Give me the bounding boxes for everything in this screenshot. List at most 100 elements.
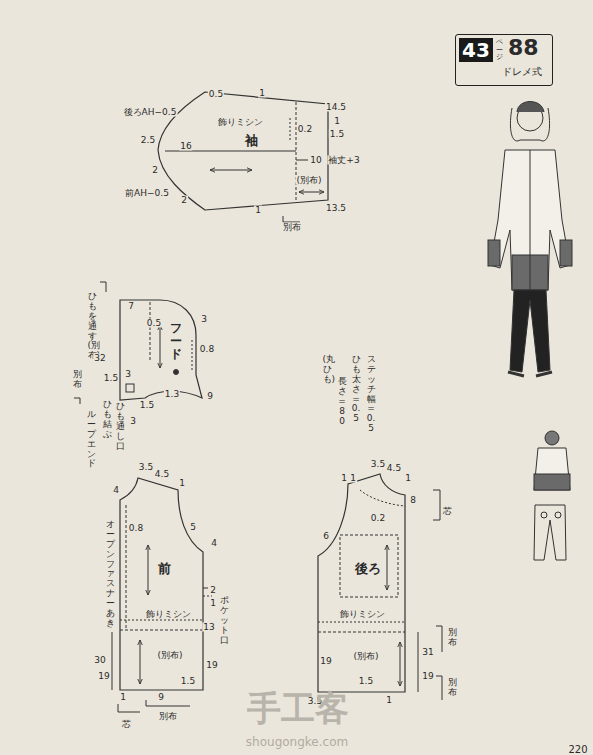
piece-outline bbox=[115, 295, 210, 405]
piece-name: 前 bbox=[157, 562, 172, 575]
dimension-label: ポケット口 bbox=[220, 596, 229, 645]
dimension-label: 0.8 bbox=[128, 524, 144, 533]
dimension-label: 19 bbox=[205, 661, 218, 670]
dimension-label: 1 bbox=[258, 89, 266, 98]
dimension-label: 19 bbox=[319, 657, 332, 666]
page-number: 220 bbox=[567, 745, 588, 755]
dimension-label: 飾りミシン bbox=[339, 610, 386, 619]
dimension-label: 袖丈+3 bbox=[327, 156, 360, 165]
dimension-label: ひも 結ぶ bbox=[103, 400, 112, 440]
dimension-label: 2 bbox=[180, 196, 188, 205]
dimension-label: 飾りミシン bbox=[145, 610, 192, 619]
pattern-piece: 袖 bbox=[140, 85, 340, 215]
badge-text: ドレメ式 bbox=[502, 67, 542, 77]
dimension-label: 1.5 bbox=[180, 677, 196, 686]
dimension-label: 4 bbox=[112, 486, 120, 495]
badge-text: 88 bbox=[508, 37, 539, 59]
page-badge: 43ページ 88 ドレメ式 bbox=[455, 34, 553, 86]
dimension-label: 1 bbox=[178, 479, 186, 488]
dimension-label: 30 bbox=[93, 656, 106, 665]
dimension-label: 3.5 bbox=[138, 463, 154, 472]
dimension-label: 1.3 bbox=[164, 390, 180, 399]
dimension-label: ひも 太さ=0.5 bbox=[352, 355, 361, 424]
piece-outline bbox=[140, 85, 340, 215]
piece-outline bbox=[115, 472, 207, 694]
dimension-label: 5 bbox=[189, 523, 197, 532]
dimension-label: 1 bbox=[385, 696, 393, 705]
dimension-label: 9 bbox=[206, 392, 214, 401]
dimension-label: (別布) bbox=[156, 651, 183, 660]
dimension-label: 0.5 bbox=[208, 90, 224, 99]
dimension-label: 19 bbox=[421, 672, 434, 681]
dimension-label: 4 bbox=[210, 539, 218, 548]
dimension-label: ひも通し口 bbox=[116, 402, 125, 451]
dimension-label: 0.2 bbox=[370, 514, 386, 523]
dimension-label: 別布 bbox=[448, 678, 457, 698]
pattern-piece: 前 bbox=[115, 472, 207, 694]
dimension-label: 14.5 bbox=[325, 103, 347, 112]
dimension-label: 1 bbox=[349, 474, 357, 483]
dimension-label: 1 bbox=[209, 599, 217, 608]
piece-outline bbox=[120, 478, 203, 690]
dimension-label: 1 bbox=[404, 474, 412, 483]
badge-text: ページ bbox=[496, 39, 503, 62]
dimension-label: 別布 bbox=[73, 370, 82, 390]
dimension-label: ループエンド bbox=[87, 410, 96, 469]
dimension-label: ステッチ幅=0.5 bbox=[367, 355, 376, 434]
piece-name: 袖 bbox=[244, 134, 259, 147]
dimension-label: 1 bbox=[119, 693, 127, 702]
dimension-label: 別布 bbox=[282, 223, 302, 232]
dimension-label: 1.5 bbox=[358, 677, 374, 686]
dimension-label: 1.5 bbox=[329, 130, 345, 139]
dimension-label: 7 bbox=[127, 302, 135, 311]
dimension-label: 1 bbox=[254, 206, 262, 215]
dimension-label: (別布) bbox=[295, 176, 322, 185]
dimension-label: (丸ひも) bbox=[323, 355, 332, 385]
watermark: shougongke.com bbox=[245, 736, 349, 748]
dimension-label: 13 bbox=[202, 623, 215, 632]
dimension-label: オープンファスナーあき bbox=[106, 520, 115, 629]
dimension-label: 芯 bbox=[442, 507, 453, 516]
dimension-label: 3 bbox=[129, 417, 137, 426]
dimension-label: 0.2 bbox=[297, 125, 313, 134]
dimension-label: 4.5 bbox=[154, 470, 170, 479]
dimension-label: 1.5 bbox=[103, 374, 119, 383]
dimension-label: 2 bbox=[151, 166, 159, 175]
dimension-label: 3 bbox=[200, 315, 208, 324]
dimension-label: 31 bbox=[421, 648, 434, 657]
pattern-piece: フード bbox=[115, 295, 210, 405]
dimension-label: 芯 bbox=[121, 720, 132, 729]
dimension-label: 2 bbox=[209, 586, 217, 595]
dimension-label: 別布 bbox=[448, 628, 457, 648]
dimension-label: ひもを通す(別布) bbox=[88, 292, 97, 361]
dimension-label: 3 bbox=[124, 370, 132, 379]
piece-outline bbox=[318, 474, 405, 692]
piece-outline bbox=[158, 92, 328, 210]
dimension-label: 1 bbox=[340, 474, 348, 483]
dimension-label: 前AH−0.5 bbox=[124, 189, 170, 198]
dimension-label: 0.5 bbox=[146, 319, 162, 328]
dimension-label: 6 bbox=[322, 532, 330, 541]
dimension-label: 0.8 bbox=[199, 345, 215, 354]
piece-name: 後ろ bbox=[354, 562, 382, 575]
dimension-label: 13.5 bbox=[325, 204, 347, 213]
dimension-label: 飾りミシン bbox=[217, 118, 264, 127]
dimension-label: 32 bbox=[93, 354, 106, 363]
dimension-label: 8 bbox=[409, 496, 417, 505]
dimension-label: 1 bbox=[333, 117, 341, 126]
piece-outline bbox=[120, 300, 202, 400]
dimension-label: 後ろAH−0.5 bbox=[123, 108, 178, 117]
dimension-label: 長さ=80 bbox=[338, 377, 347, 426]
dimension-label: 1.5 bbox=[139, 401, 155, 410]
dimension-label: 3.5 bbox=[370, 460, 386, 469]
dimension-label: 19 bbox=[97, 672, 110, 681]
dimension-label: 2.5 bbox=[140, 136, 156, 145]
piece-name: フード bbox=[170, 322, 182, 362]
dimension-label: 9 bbox=[157, 693, 165, 702]
dimension-label: 4.5 bbox=[386, 464, 402, 473]
badge-text: 43 bbox=[459, 38, 493, 62]
dimension-label: 別布 bbox=[158, 712, 178, 721]
dimension-label: (別布) bbox=[352, 652, 379, 661]
watermark: 手工客 bbox=[246, 691, 350, 725]
